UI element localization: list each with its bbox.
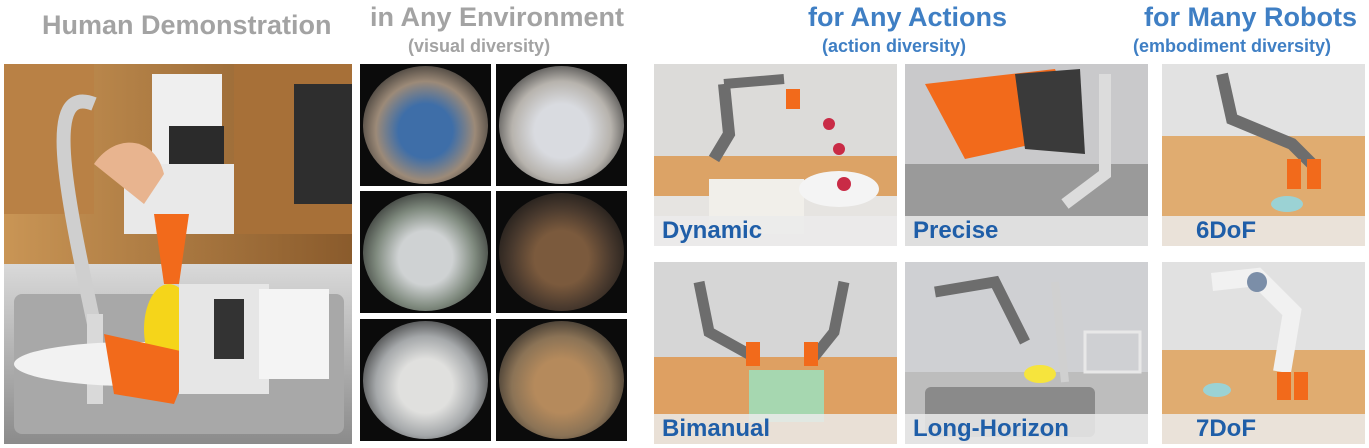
action-label-precise: Precise [905, 216, 1148, 246]
environment-view-4 [496, 191, 627, 313]
action-label-long-horizon: Long-Horizon [905, 414, 1148, 444]
environment-view-2 [496, 64, 627, 186]
robot-label-6dof: 6DoF [1162, 216, 1365, 246]
robot-panel-6dof: 6DoF [1162, 64, 1365, 246]
subheading-visual-diversity: (visual diversity) [408, 36, 551, 56]
environment-view-3 [360, 191, 491, 313]
robot-panel-7dof: 7DoF [1162, 262, 1365, 444]
action-panel-bimanual: Bimanual [654, 262, 897, 444]
action-panel-long-horizon: Long-Horizon [905, 262, 1148, 444]
action-label-dynamic: Dynamic [654, 216, 897, 246]
action-panel-dynamic: Dynamic [654, 64, 897, 246]
environment-view-6 [496, 319, 627, 441]
environment-view-5 [360, 319, 491, 441]
subheading-embodiment-diversity: (embodiment diversity) [1133, 36, 1332, 56]
robot-label-7dof: 7DoF [1162, 414, 1365, 444]
heading-human-demonstration: Human Demonstration [42, 10, 332, 40]
heading-any-environment: in Any Environment [370, 2, 625, 32]
environment-view-1 [360, 64, 491, 186]
heading-any-actions: for Any Actions [808, 2, 1008, 32]
subheading-action-diversity: (action diversity) [822, 36, 967, 56]
action-label-bimanual: Bimanual [654, 414, 897, 444]
action-panel-precise: Precise [905, 64, 1148, 246]
human-demo-photo [4, 64, 352, 444]
heading-many-robots: for Many Robots [1144, 2, 1357, 32]
